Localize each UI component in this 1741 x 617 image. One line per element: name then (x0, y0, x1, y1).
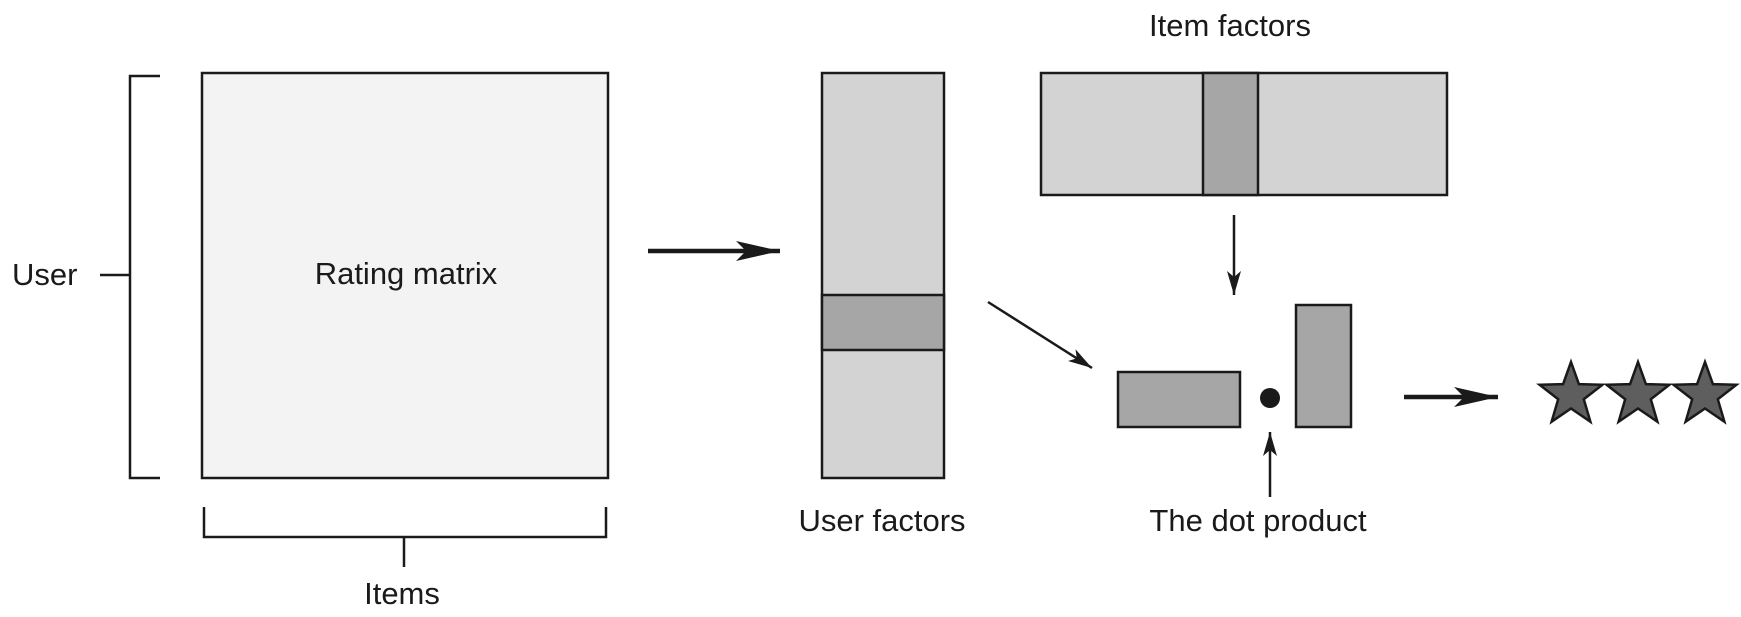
star-icon (1603, 358, 1673, 425)
star-icon (1670, 358, 1740, 425)
user-bracket (100, 74, 160, 480)
star-rating (1536, 358, 1740, 425)
rating-matrix (200, 71, 610, 480)
user-vector (1116, 370, 1242, 429)
item-factors-label: Item factors (1149, 8, 1311, 43)
star-icon (1536, 358, 1606, 425)
user-label: User (12, 257, 77, 292)
items-bracket (202, 507, 608, 567)
dot-product-label: The dot product (1149, 503, 1367, 538)
items-label: Items (364, 576, 440, 611)
user-factors-matrix (820, 71, 946, 480)
dot-operator (1260, 388, 1280, 408)
item-vector (1294, 303, 1353, 429)
user-vector-arrow (987, 300, 1093, 370)
item-factor-column (1201, 71, 1260, 197)
user-factor-row (820, 293, 946, 352)
item-factors-matrix (1039, 71, 1449, 197)
user-factors-label: User factors (798, 503, 965, 538)
rating-matrix-label: Rating matrix (315, 256, 498, 291)
